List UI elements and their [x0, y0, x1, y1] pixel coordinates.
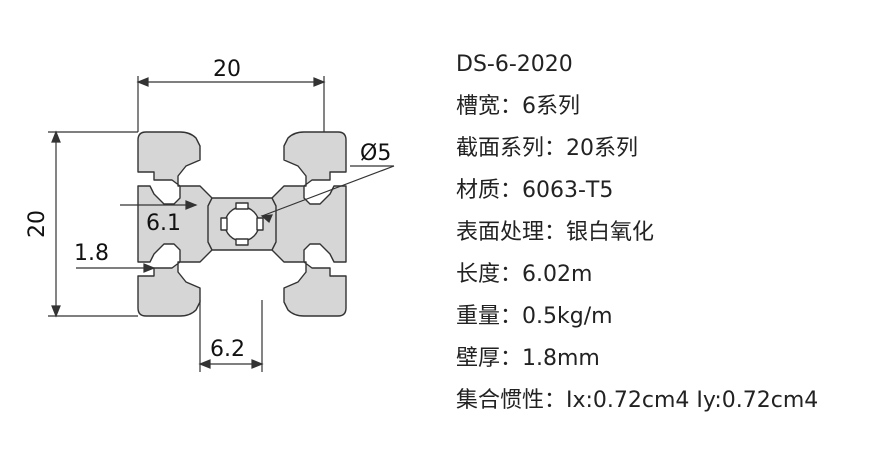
- dim-hole-label: Ø5: [360, 141, 391, 166]
- spec-wall-thickness: 壁厚：1.8mm: [456, 346, 600, 371]
- center-hole-key-top: [235, 202, 249, 210]
- center-hole-key-left: [220, 217, 228, 231]
- spec-weight: 重量：0.5kg/m: [456, 304, 613, 329]
- spec-list: DS-6-2020 槽宽：6系列 截面系列：20系列 材质：6063-T5 表面…: [456, 44, 818, 422]
- spec-material: 材质：6063-T5: [456, 178, 614, 203]
- dim-wall-label: 1.8: [74, 241, 109, 266]
- spec-surface-treatment: 表面处理：银白氧化: [456, 220, 655, 245]
- spec-section-series: 截面系列：20系列: [456, 136, 638, 161]
- spec-slot-width: 槽宽：6系列: [456, 94, 580, 119]
- center-hole-key-right: [256, 217, 264, 231]
- dim-slot-opening-label: 6.2: [210, 337, 245, 362]
- dim-width-label: 20: [213, 57, 241, 82]
- spec-length: 长度：6.02m: [456, 262, 593, 287]
- spec-inertia: 集合惯性：Ix:0.72cm4 Iy:0.72cm4: [456, 388, 819, 413]
- profile-cross-section: [137, 131, 347, 317]
- dim-height-label: 20: [25, 210, 50, 238]
- dimension-lines: [48, 76, 395, 372]
- center-hole: [224, 206, 260, 242]
- profile-drawing: 20 20 Ø5 6.1 1.8 6.2: [25, 57, 395, 372]
- spec-model: DS-6-2020: [456, 52, 573, 77]
- center-hole-key-bottom: [235, 238, 249, 246]
- dim-slot-depth-label: 6.1: [146, 211, 181, 236]
